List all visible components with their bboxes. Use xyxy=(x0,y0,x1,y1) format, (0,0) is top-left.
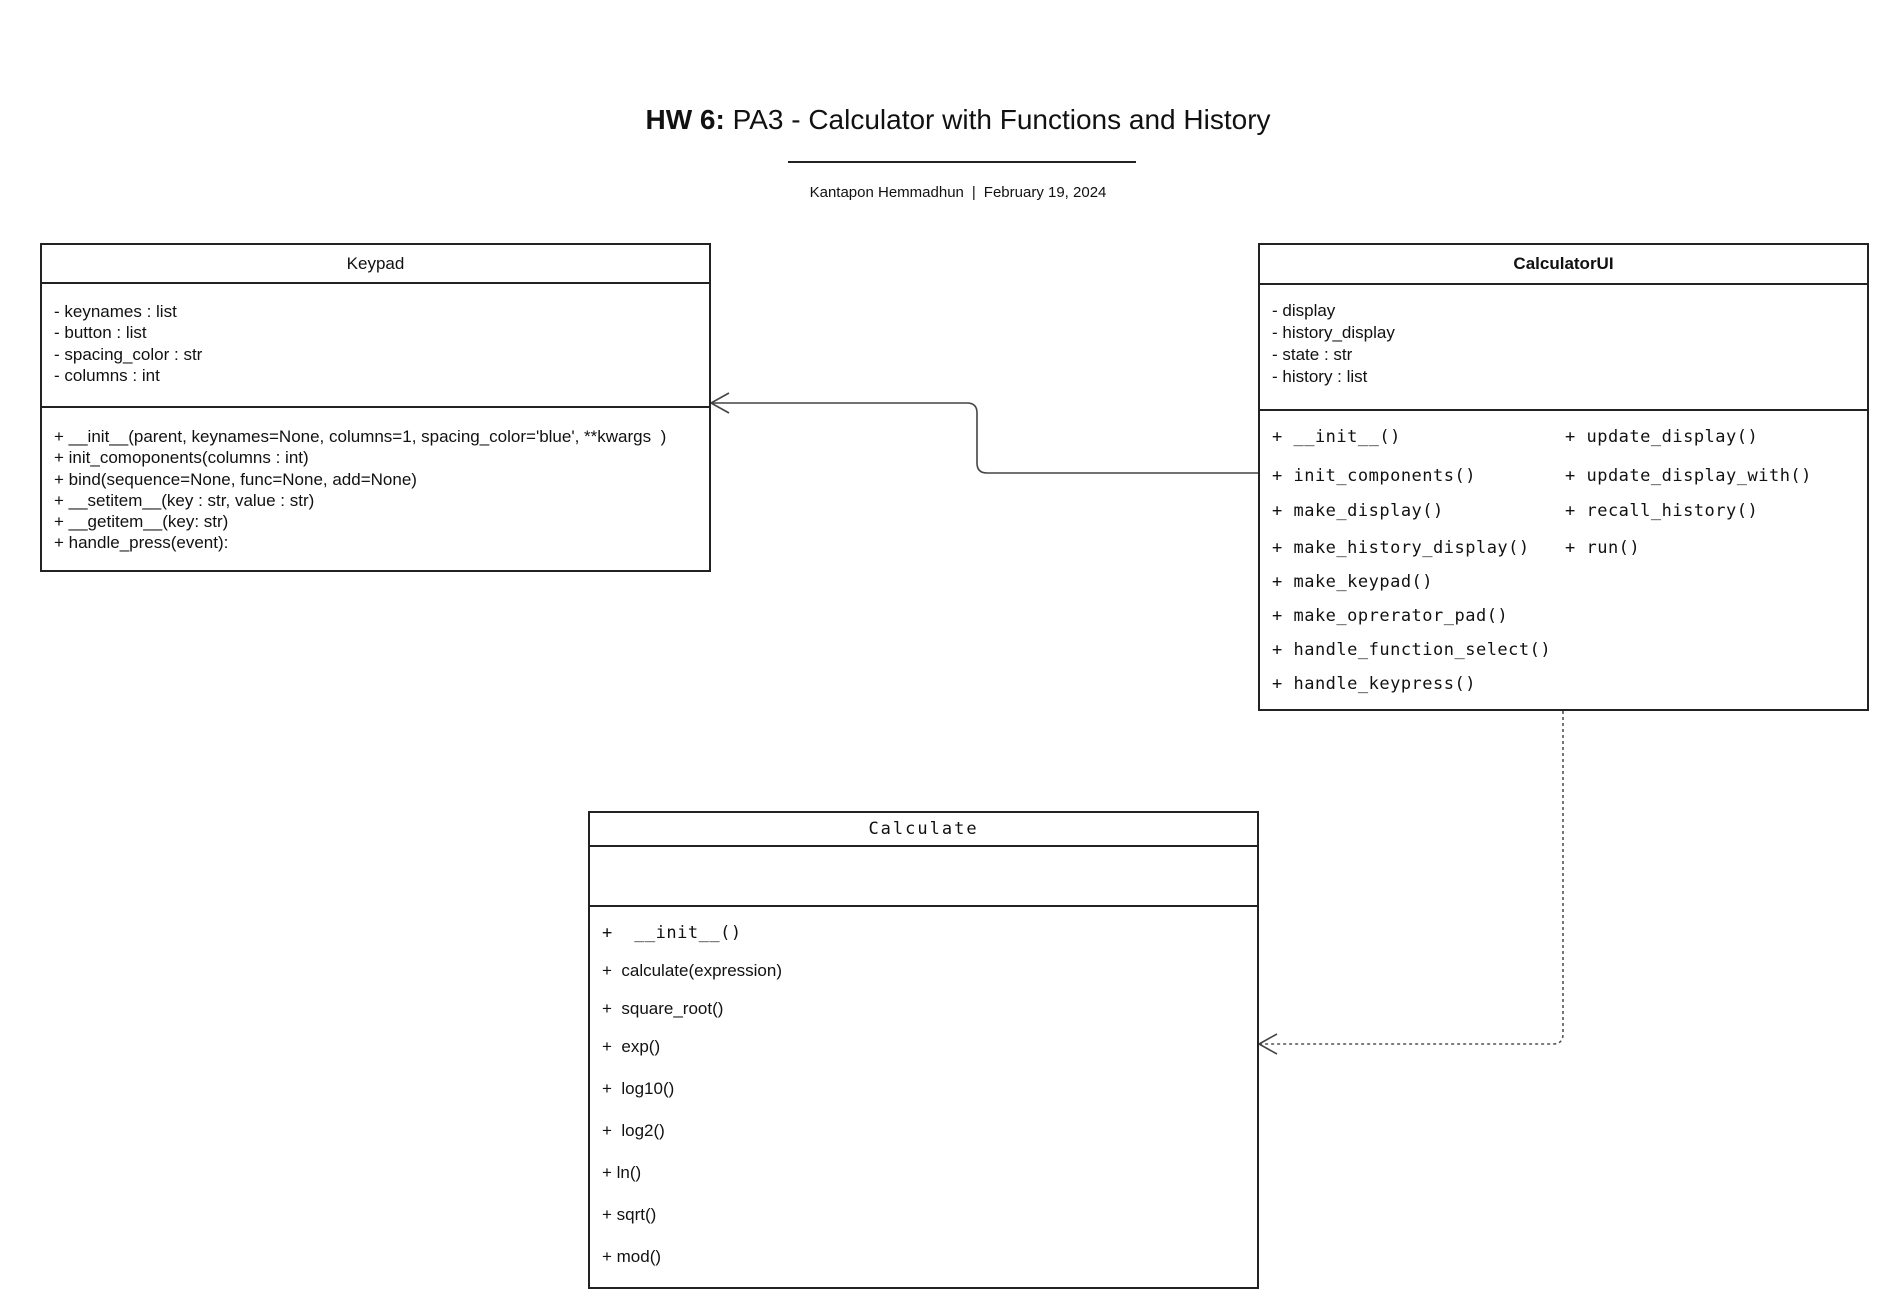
operation: + make_display() xyxy=(1272,501,1444,521)
attribute: - keynames : list xyxy=(54,302,177,321)
dependency-line-calculatorui-calculate xyxy=(1259,711,1564,1045)
operation: + calculate(expression) xyxy=(602,961,783,980)
operation: + update_display() xyxy=(1565,427,1759,447)
diagram-subtitle: Kantapon Hemmadhun | February 19, 2024 xyxy=(0,184,1880,201)
attribute: - columns : int xyxy=(54,365,160,385)
operation: + mod() xyxy=(602,1247,662,1266)
operation: + bind(sequence=None, func=None, add=Non… xyxy=(54,469,417,489)
class-name-calculate: Calculate xyxy=(590,813,1257,847)
operation: + handle_press(event): xyxy=(54,533,229,553)
dependency-arrowhead-calculate xyxy=(1257,1033,1278,1055)
keypad-attributes: - keynames : list - button : list - spac… xyxy=(42,284,709,408)
attribute: - button : list xyxy=(54,323,147,343)
calculatorui-attributes: - display - history_display - state : st… xyxy=(1260,285,1867,411)
association-arrowhead-keypad xyxy=(709,392,730,414)
class-name-calculatorui: CalculatorUI xyxy=(1260,245,1867,285)
attribute: - spacing_color : str xyxy=(54,344,203,364)
class-calculate[interactable]: Calculate + __init__() + calculate(expre… xyxy=(588,811,1259,1289)
association-line-calculatorui-keypad xyxy=(711,402,1258,474)
operation: + init_comoponents(columns : int) xyxy=(54,448,309,468)
title-bold: HW 6: xyxy=(645,104,725,135)
operation: + init_components() xyxy=(1272,466,1476,486)
class-keypad[interactable]: Keypad - keynames : list - button : list… xyxy=(40,243,711,572)
operation: + __init__() xyxy=(1272,427,1401,447)
operation: + make_oprerator_pad() xyxy=(1272,606,1509,626)
operation: + log2() xyxy=(602,1121,665,1140)
keypad-operations: + __init__(parent, keynames=None, column… xyxy=(42,410,709,554)
operation: + exp() xyxy=(602,1037,661,1056)
attribute: - display xyxy=(1272,301,1336,320)
author: Kantapon Hemmadhun xyxy=(809,184,964,201)
diagram-title: HW 6: PA3 - Calculator with Functions an… xyxy=(0,104,1880,136)
attribute: - history : list xyxy=(1272,367,1368,386)
operation: + log10() xyxy=(602,1079,675,1098)
operation: + sqrt() xyxy=(602,1205,657,1224)
calculate-attributes-empty xyxy=(590,847,1257,907)
operation: + make_keypad() xyxy=(1272,572,1434,592)
operation: + __setitem__(key : str, value : str) xyxy=(54,490,315,510)
title-divider xyxy=(788,161,1136,163)
date: February 19, 2024 xyxy=(983,184,1107,201)
attribute: - state : str xyxy=(1272,345,1353,364)
class-calculatorui[interactable]: CalculatorUI - display - history_display… xyxy=(1258,243,1869,711)
operation: + __init__() xyxy=(602,923,742,943)
subtitle-separator: | xyxy=(971,184,976,201)
operation: + handle_keypress() xyxy=(1272,674,1476,694)
operation: + square_root() xyxy=(602,999,724,1018)
title-rest: PA3 - Calculator with Functions and Hist… xyxy=(732,104,1271,135)
operation: + make_history_display() xyxy=(1272,538,1530,558)
operation: + ln() xyxy=(602,1163,642,1182)
class-name-keypad: Keypad xyxy=(42,245,709,284)
operation: + __getitem__(key: str) xyxy=(54,512,229,532)
operation: + __init__(parent, keynames=None, column… xyxy=(54,427,667,446)
attribute: - history_display xyxy=(1272,323,1395,342)
operation: + run() xyxy=(1565,538,1641,558)
operation: + handle_function_select() xyxy=(1272,640,1552,660)
operation: + recall_history() xyxy=(1565,501,1759,521)
operation: + update_display_with() xyxy=(1565,466,1812,486)
